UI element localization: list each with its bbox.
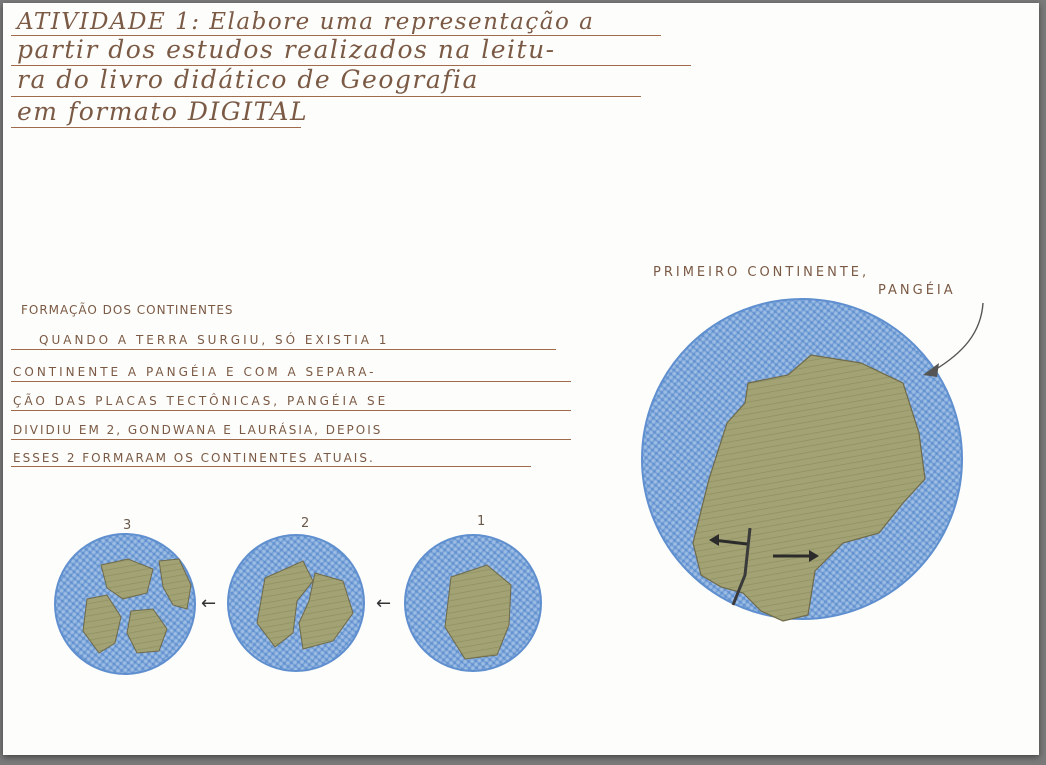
- arrow-left-icon: [709, 534, 748, 546]
- globe-stage-1: [404, 534, 542, 672]
- section-title: FORMAÇÃO DOS CONTINENTES: [21, 303, 234, 317]
- stage-label: 1: [477, 514, 485, 529]
- ruled-line: [11, 127, 301, 128]
- rift-line: [731, 527, 752, 606]
- globe-stage-2: [227, 534, 365, 672]
- stage-label: 2: [301, 516, 309, 531]
- stage-label: 3: [123, 518, 131, 533]
- ruled-line: [11, 35, 661, 36]
- activity-line: ATIVIDADE 1: Elabore uma representação a: [17, 9, 595, 35]
- arrow-left-icon: ←: [376, 593, 391, 614]
- ruled-line: [11, 96, 641, 97]
- activity-line: em formato DIGITAL: [17, 97, 309, 126]
- paragraph-line: QUANDO A TERRA SURGIU, SÓ EXISTIA 1: [39, 333, 390, 347]
- drawings: 3 ← 2 ← 1: [54, 298, 984, 675]
- activity-line: ra do livro didático de Geografia: [17, 65, 479, 94]
- paragraph-line: DIVIDIU EM 2, GONDWANA E LAURÁSIA, DEPOI…: [13, 423, 383, 437]
- pangea-name: PANGÉIA: [878, 283, 956, 298]
- pointer-arrow-head: [923, 363, 939, 377]
- ruled-line: [11, 439, 571, 440]
- pangea-title: PRIMEIRO CONTINENTE,: [653, 265, 870, 280]
- paragraph-line: ESSES 2 FORMARAM OS CONTINENTES ATUAIS.: [13, 451, 375, 465]
- ruled-line: [11, 65, 691, 66]
- paragraph-line: CONTINENTE A PANGÉIA E COM A SEPARA-: [13, 365, 377, 379]
- arrow-right-icon: [773, 550, 819, 562]
- arrow-left-icon: ←: [201, 593, 216, 614]
- activity-line: partir dos estudos realizados na leitu-: [17, 35, 556, 64]
- ruled-line: [11, 466, 531, 467]
- pangea-globe: [641, 298, 984, 622]
- ruled-line: [11, 410, 571, 411]
- globe-stage-3: [54, 533, 196, 675]
- ruled-line: [11, 349, 556, 350]
- pointer-arrow: [932, 302, 984, 372]
- paper-sheet: ATIVIDADE 1: Elabore uma representação a…: [3, 3, 1039, 755]
- paragraph-line: ÇÃO DAS PLACAS TECTÔNICAS, PANGÉIA SE: [13, 394, 389, 408]
- ruled-line: [11, 381, 571, 382]
